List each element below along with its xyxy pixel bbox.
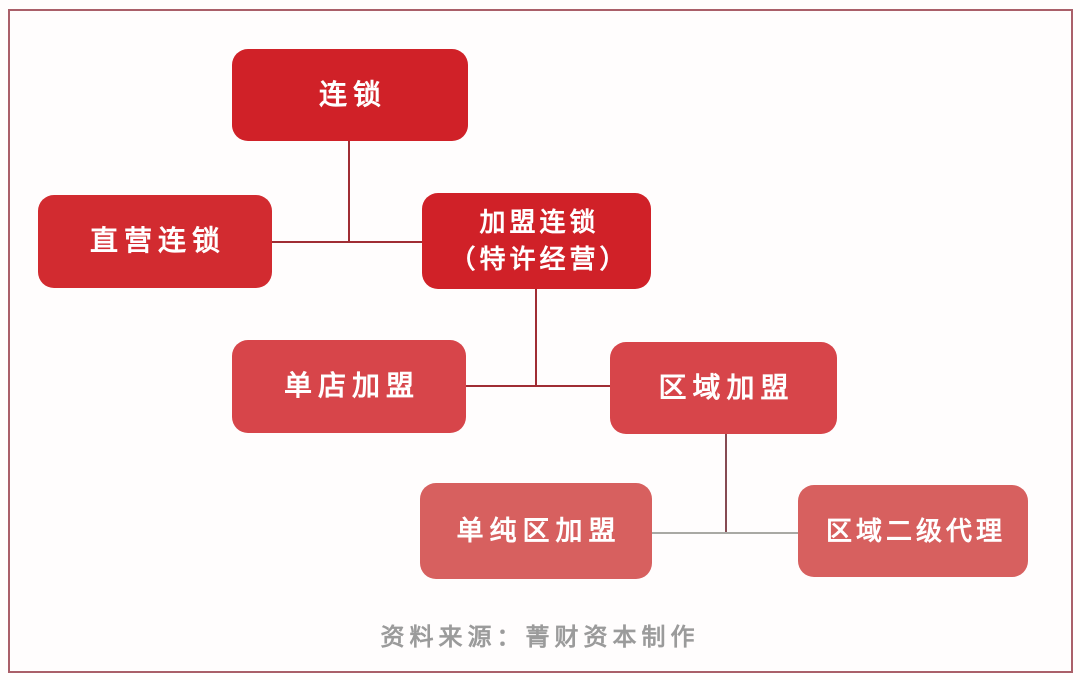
node-pure-region-franchise: 单纯区加盟 [420,483,652,579]
node-regional-franchise-label: 区域加盟 [658,372,795,404]
node-chain: 连锁 [232,49,468,141]
connector-row3-horizontal [466,385,610,387]
node-franchise-chain-label: 加盟连锁 [479,208,600,237]
node-direct-chain: 直营连锁 [38,195,272,288]
connector-row4-horizontal [652,532,798,534]
node-single-store-franchise-label: 单店加盟 [283,371,420,402]
connector-row2-horizontal [272,241,422,243]
node-regional-franchise: 区域加盟 [610,342,837,434]
source-note: 资料来源：菁财资本制作 [380,625,700,651]
node-franchise-chain-sublabel: （特许经营） [449,245,630,274]
node-single-store-franchise: 单店加盟 [232,340,466,433]
connector-chain-down [348,141,350,242]
node-pure-region-franchise-label: 单纯区加盟 [456,515,622,546]
node-chain-label: 连锁 [318,79,387,111]
node-direct-chain-label: 直营连锁 [89,226,226,257]
connector-regional-franchise-down [725,434,727,533]
connector-franchise-chain-down [535,289,537,386]
node-regional-second-level-agent: 区域二级代理 [798,485,1028,577]
node-regional-second-level-agent-label: 区域二级代理 [825,516,1006,546]
node-franchise-chain: 加盟连锁 （特许经营） [422,193,651,289]
